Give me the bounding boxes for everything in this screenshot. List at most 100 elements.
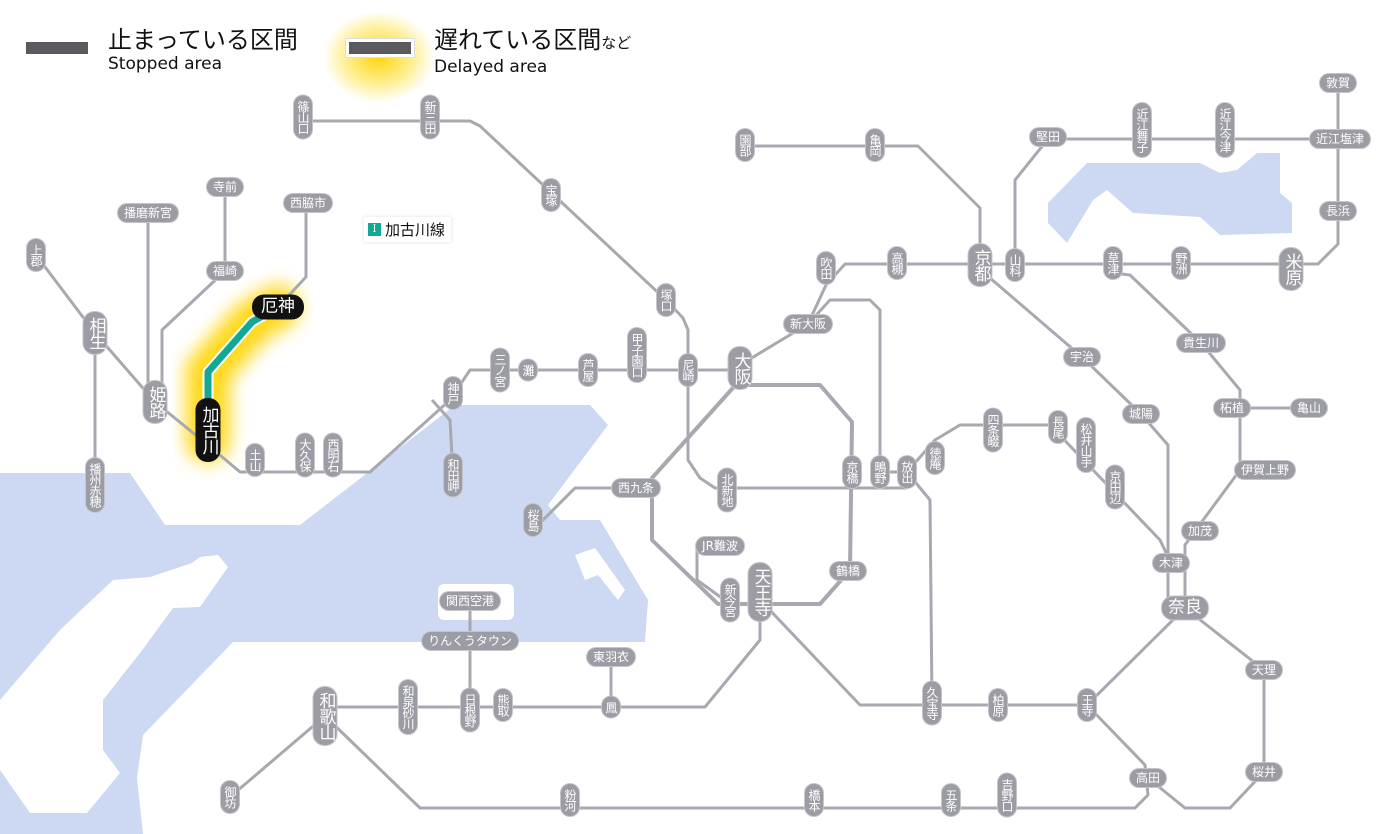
port-pier: [575, 548, 625, 600]
station-label[interactable]: 宇治: [1063, 348, 1101, 366]
station-label[interactable]: 粉河: [561, 784, 579, 816]
station-label[interactable]: 寺前: [206, 178, 244, 196]
station-label[interactable]: 徳庵: [926, 442, 944, 474]
station-label[interactable]: 近江塩津: [1309, 130, 1371, 148]
station-label[interactable]: 敦賀: [1319, 74, 1357, 92]
station-label[interactable]: 甲子園口: [628, 328, 646, 382]
line-bantan: [160, 187, 227, 400]
station-label[interactable]: 塚口: [657, 284, 675, 316]
legend-delayed: 遅れている区間など Delayed area: [346, 26, 631, 77]
station-label[interactable]: 高田: [1129, 769, 1167, 787]
station-label[interactable]: 柘植: [1213, 399, 1251, 417]
station-label[interactable]: 桜島: [524, 504, 542, 536]
station-label[interactable]: 桜井: [1245, 763, 1283, 781]
station-label[interactable]: 天王寺: [748, 563, 772, 621]
station-label[interactable]: 草津: [1104, 247, 1122, 279]
station-label[interactable]: 灘: [519, 359, 537, 381]
water: [0, 153, 1292, 834]
station-label[interactable]: 天理: [1245, 661, 1283, 679]
station-label[interactable]: JR難波: [696, 537, 744, 555]
station-label[interactable]: 土山: [246, 444, 264, 476]
station-label[interactable]: 橋本: [805, 784, 823, 816]
station-label[interactable]: 上郡: [27, 239, 45, 271]
station-label[interactable]: 福崎: [206, 262, 244, 280]
station-label[interactable]: りんくうタウン: [422, 632, 518, 650]
station-label[interactable]: 篠山口: [294, 95, 312, 139]
legend-delayed-jp-main: 遅れている区間: [434, 26, 602, 54]
station-label[interactable]: 京橋: [843, 456, 861, 488]
station-label[interactable]: 四条畷: [984, 408, 1002, 452]
station-label[interactable]: 播磨新宮: [117, 204, 179, 222]
station-label[interactable]: 城陽: [1122, 405, 1160, 423]
station-label[interactable]: 西脇市: [283, 194, 333, 212]
station-label[interactable]: 神戸: [444, 377, 462, 409]
station-label[interactable]: 奈良: [1162, 596, 1208, 620]
station-label-affected[interactable]: 厄神: [252, 294, 304, 320]
affected-line-badge[interactable]: I 加古川線: [364, 217, 452, 242]
station-label[interactable]: 松井山手: [1077, 418, 1095, 472]
station-label[interactable]: 吹田: [817, 252, 835, 284]
station-label[interactable]: 五条: [942, 784, 960, 816]
station-label[interactable]: 加茂: [1181, 522, 1219, 540]
station-label[interactable]: 鶴橋: [829, 562, 867, 580]
station-label[interactable]: 新三田: [421, 95, 439, 139]
station-label[interactable]: 京田辺: [1106, 465, 1124, 509]
legend-stopped: 止まっている区間 Stopped area: [26, 26, 298, 74]
station-label[interactable]: 相生: [83, 312, 107, 354]
awaji-island: [0, 555, 228, 813]
line-osaka-loop: [650, 378, 854, 606]
station-label[interactable]: 和田岬: [444, 453, 462, 497]
station-label[interactable]: 宝塚: [542, 179, 560, 211]
station-label[interactable]: 吉野口: [998, 773, 1016, 817]
station-label[interactable]: 和泉砂川: [399, 680, 417, 734]
station-label[interactable]: 関西空港: [439, 592, 501, 610]
station-label[interactable]: 鴫野: [871, 456, 889, 488]
station-label[interactable]: 御坊: [221, 781, 239, 813]
station-label[interactable]: 米原: [1279, 248, 1303, 290]
station-label[interactable]: 熊取: [494, 689, 512, 721]
station-label[interactable]: 貴生川: [1176, 334, 1226, 352]
station-label[interactable]: 和歌山: [313, 687, 337, 745]
line-osaka-higashi: [806, 298, 934, 704]
station-label[interactable]: 姫路: [143, 381, 167, 423]
line-gakkentoshi: [905, 423, 1173, 564]
legend-delayed-jp: 遅れている区間など: [434, 26, 631, 57]
station-label[interactable]: 木津: [1152, 554, 1190, 572]
legend-delay-glow: [324, 12, 434, 102]
station-label[interactable]: 三ノ宮: [491, 348, 509, 392]
station-label[interactable]: 播州赤穂: [86, 458, 104, 512]
station-label[interactable]: 長尾: [1049, 411, 1067, 443]
station-label[interactable]: 長浜: [1319, 202, 1357, 220]
station-label[interactable]: 東羽衣: [586, 648, 636, 666]
station-label[interactable]: 新今宮: [721, 578, 739, 622]
station-label[interactable]: 王寺: [1078, 689, 1096, 721]
station-label[interactable]: 尼崎: [679, 354, 697, 386]
station-label[interactable]: 野洲: [1172, 247, 1190, 279]
station-label[interactable]: 伊賀上野: [1234, 461, 1296, 479]
station-label[interactable]: 園部: [736, 129, 754, 161]
station-label[interactable]: 亀岡: [866, 129, 884, 161]
station-label[interactable]: 山科: [1006, 249, 1024, 281]
station-label[interactable]: 日根野: [461, 688, 479, 732]
legend-stopped-en: Stopped area: [108, 54, 223, 74]
station-label[interactable]: 近江今津: [1216, 103, 1234, 157]
station-label[interactable]: 高槻: [888, 247, 906, 279]
line-kinokuni: [229, 714, 326, 799]
station-label[interactable]: 西九条: [611, 479, 661, 497]
station-label[interactable]: 大久保: [296, 433, 314, 477]
station-label[interactable]: 北新地: [718, 468, 736, 512]
station-label[interactable]: 久宝寺: [923, 681, 941, 725]
station-label[interactable]: 近江舞子: [1133, 103, 1151, 157]
station-label[interactable]: 西明石: [324, 433, 342, 477]
station-label[interactable]: 大阪: [728, 347, 752, 389]
station-label[interactable]: 柏原: [989, 689, 1007, 721]
station-label[interactable]: 放出: [898, 456, 916, 488]
station-label[interactable]: 堅田: [1029, 128, 1067, 146]
station-label[interactable]: 亀山: [1290, 399, 1328, 417]
station-label[interactable]: 新大阪: [783, 315, 833, 333]
station-label[interactable]: 鳳: [602, 696, 620, 718]
line-yamatoji: [763, 603, 1187, 707]
station-label[interactable]: 芦屋: [579, 354, 597, 386]
station-label[interactable]: 京都: [968, 244, 992, 286]
station-label-affected[interactable]: 加古川: [195, 398, 221, 462]
